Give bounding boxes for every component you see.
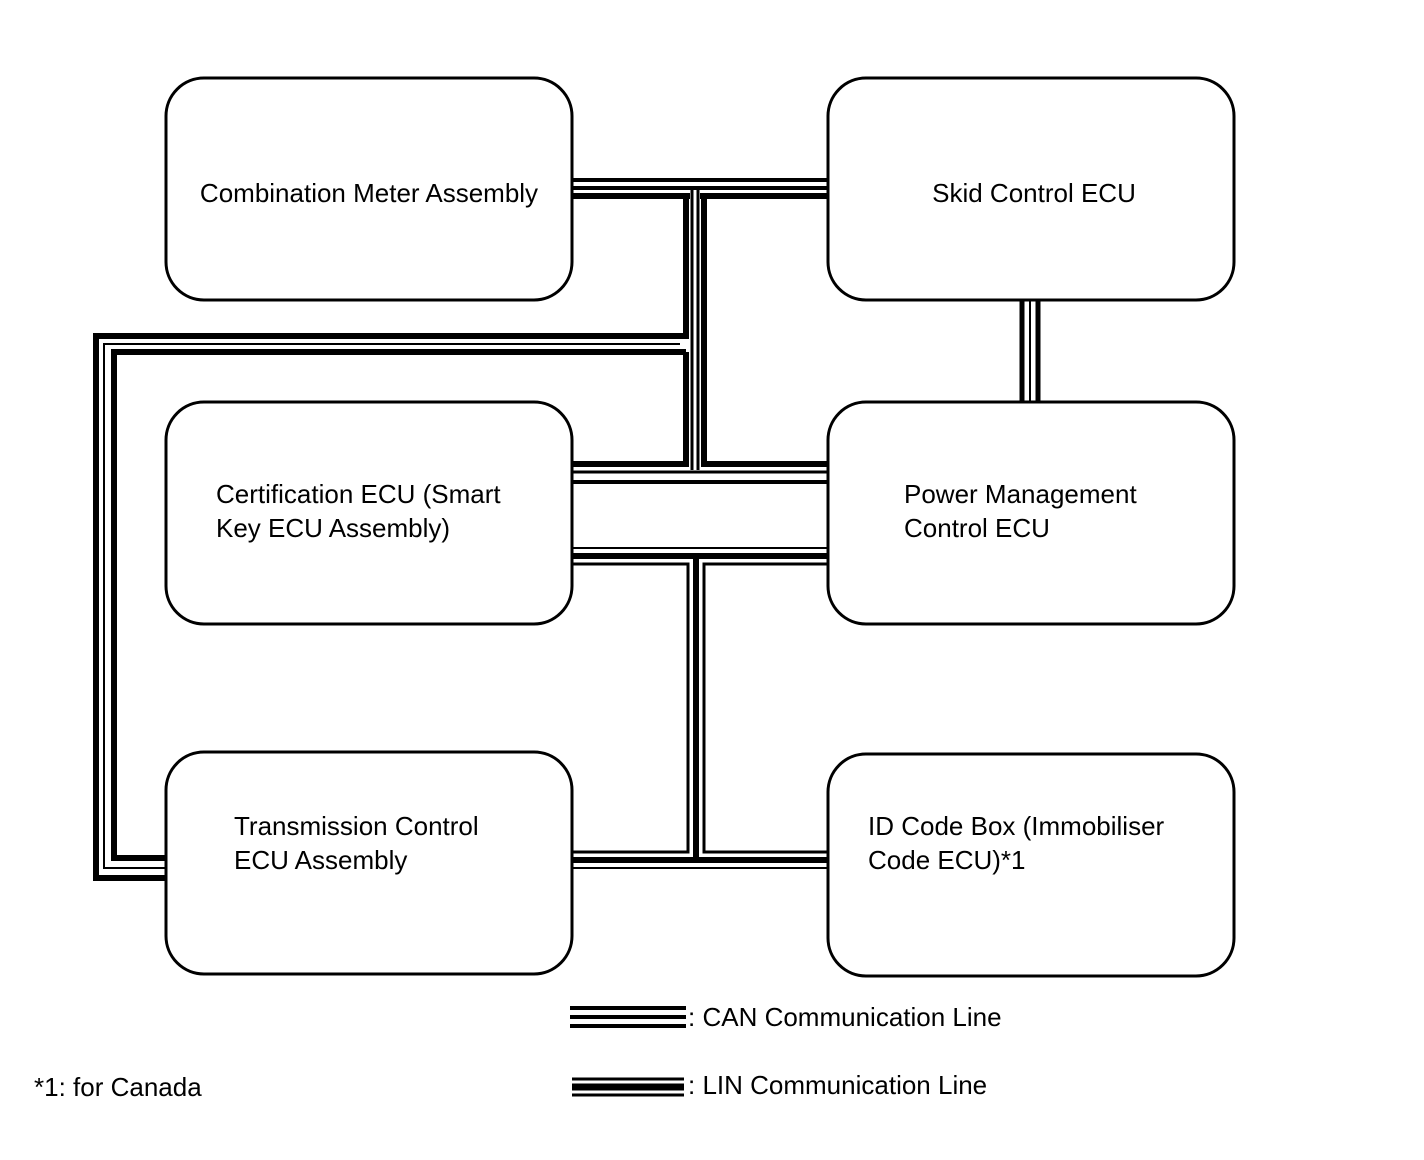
legend-lin-label: : LIN Communication Line — [688, 1070, 987, 1100]
certification-ecu-label-line2: Key ECU Assembly) — [216, 513, 450, 543]
power-management-label-line2: Control ECU — [904, 513, 1050, 543]
lin-line-cert-power-lower — [570, 547, 830, 860]
certification-ecu-box: Certification ECU (Smart Key ECU Assembl… — [164, 400, 574, 626]
legend-can-swatch — [570, 1006, 686, 1028]
component-boxes: Combination Meter Assembly Skid Control … — [164, 76, 1236, 978]
transmission-control-box: Transmission Control ECU Assembly — [164, 750, 574, 976]
id-code-box-label-line2: Code ECU)*1 — [868, 845, 1026, 875]
lin-skid-to-cert — [570, 196, 830, 467]
skid-control-box: Skid Control ECU — [826, 76, 1236, 302]
lin-line-trans-idcode — [570, 857, 830, 869]
power-management-label-line1: Power Management — [904, 479, 1137, 509]
can-line-meter-skid — [570, 178, 830, 190]
legend-lin-swatch — [572, 1077, 684, 1097]
wires — [93, 178, 1041, 881]
skid-control-label: Skid Control ECU — [932, 178, 1136, 208]
can-vertical-upper — [690, 188, 700, 470]
combination-meter-label: Combination Meter Assembly — [200, 178, 538, 208]
combination-meter-box: Combination Meter Assembly — [164, 76, 574, 302]
legend: : CAN Communication Line : LIN Communica… — [570, 1002, 1002, 1100]
legend-can-label: : CAN Communication Line — [688, 1002, 1002, 1032]
transmission-control-label-line2: ECU Assembly — [234, 845, 407, 875]
lin-outer-loop — [93, 196, 689, 881]
id-code-box: ID Code Box (Immobiliser Code ECU)*1 — [826, 752, 1236, 978]
transmission-control-label-line1: Transmission Control — [234, 811, 479, 841]
id-code-box-label-line1: ID Code Box (Immobiliser — [868, 811, 1165, 841]
can-line-skid-power — [1019, 300, 1041, 404]
can-line-cert-power — [570, 470, 830, 484]
footnote: *1: for Canada — [34, 1072, 202, 1102]
certification-ecu-label-line1: Certification ECU (Smart — [216, 479, 501, 509]
power-management-box: Power Management Control ECU — [826, 400, 1236, 626]
